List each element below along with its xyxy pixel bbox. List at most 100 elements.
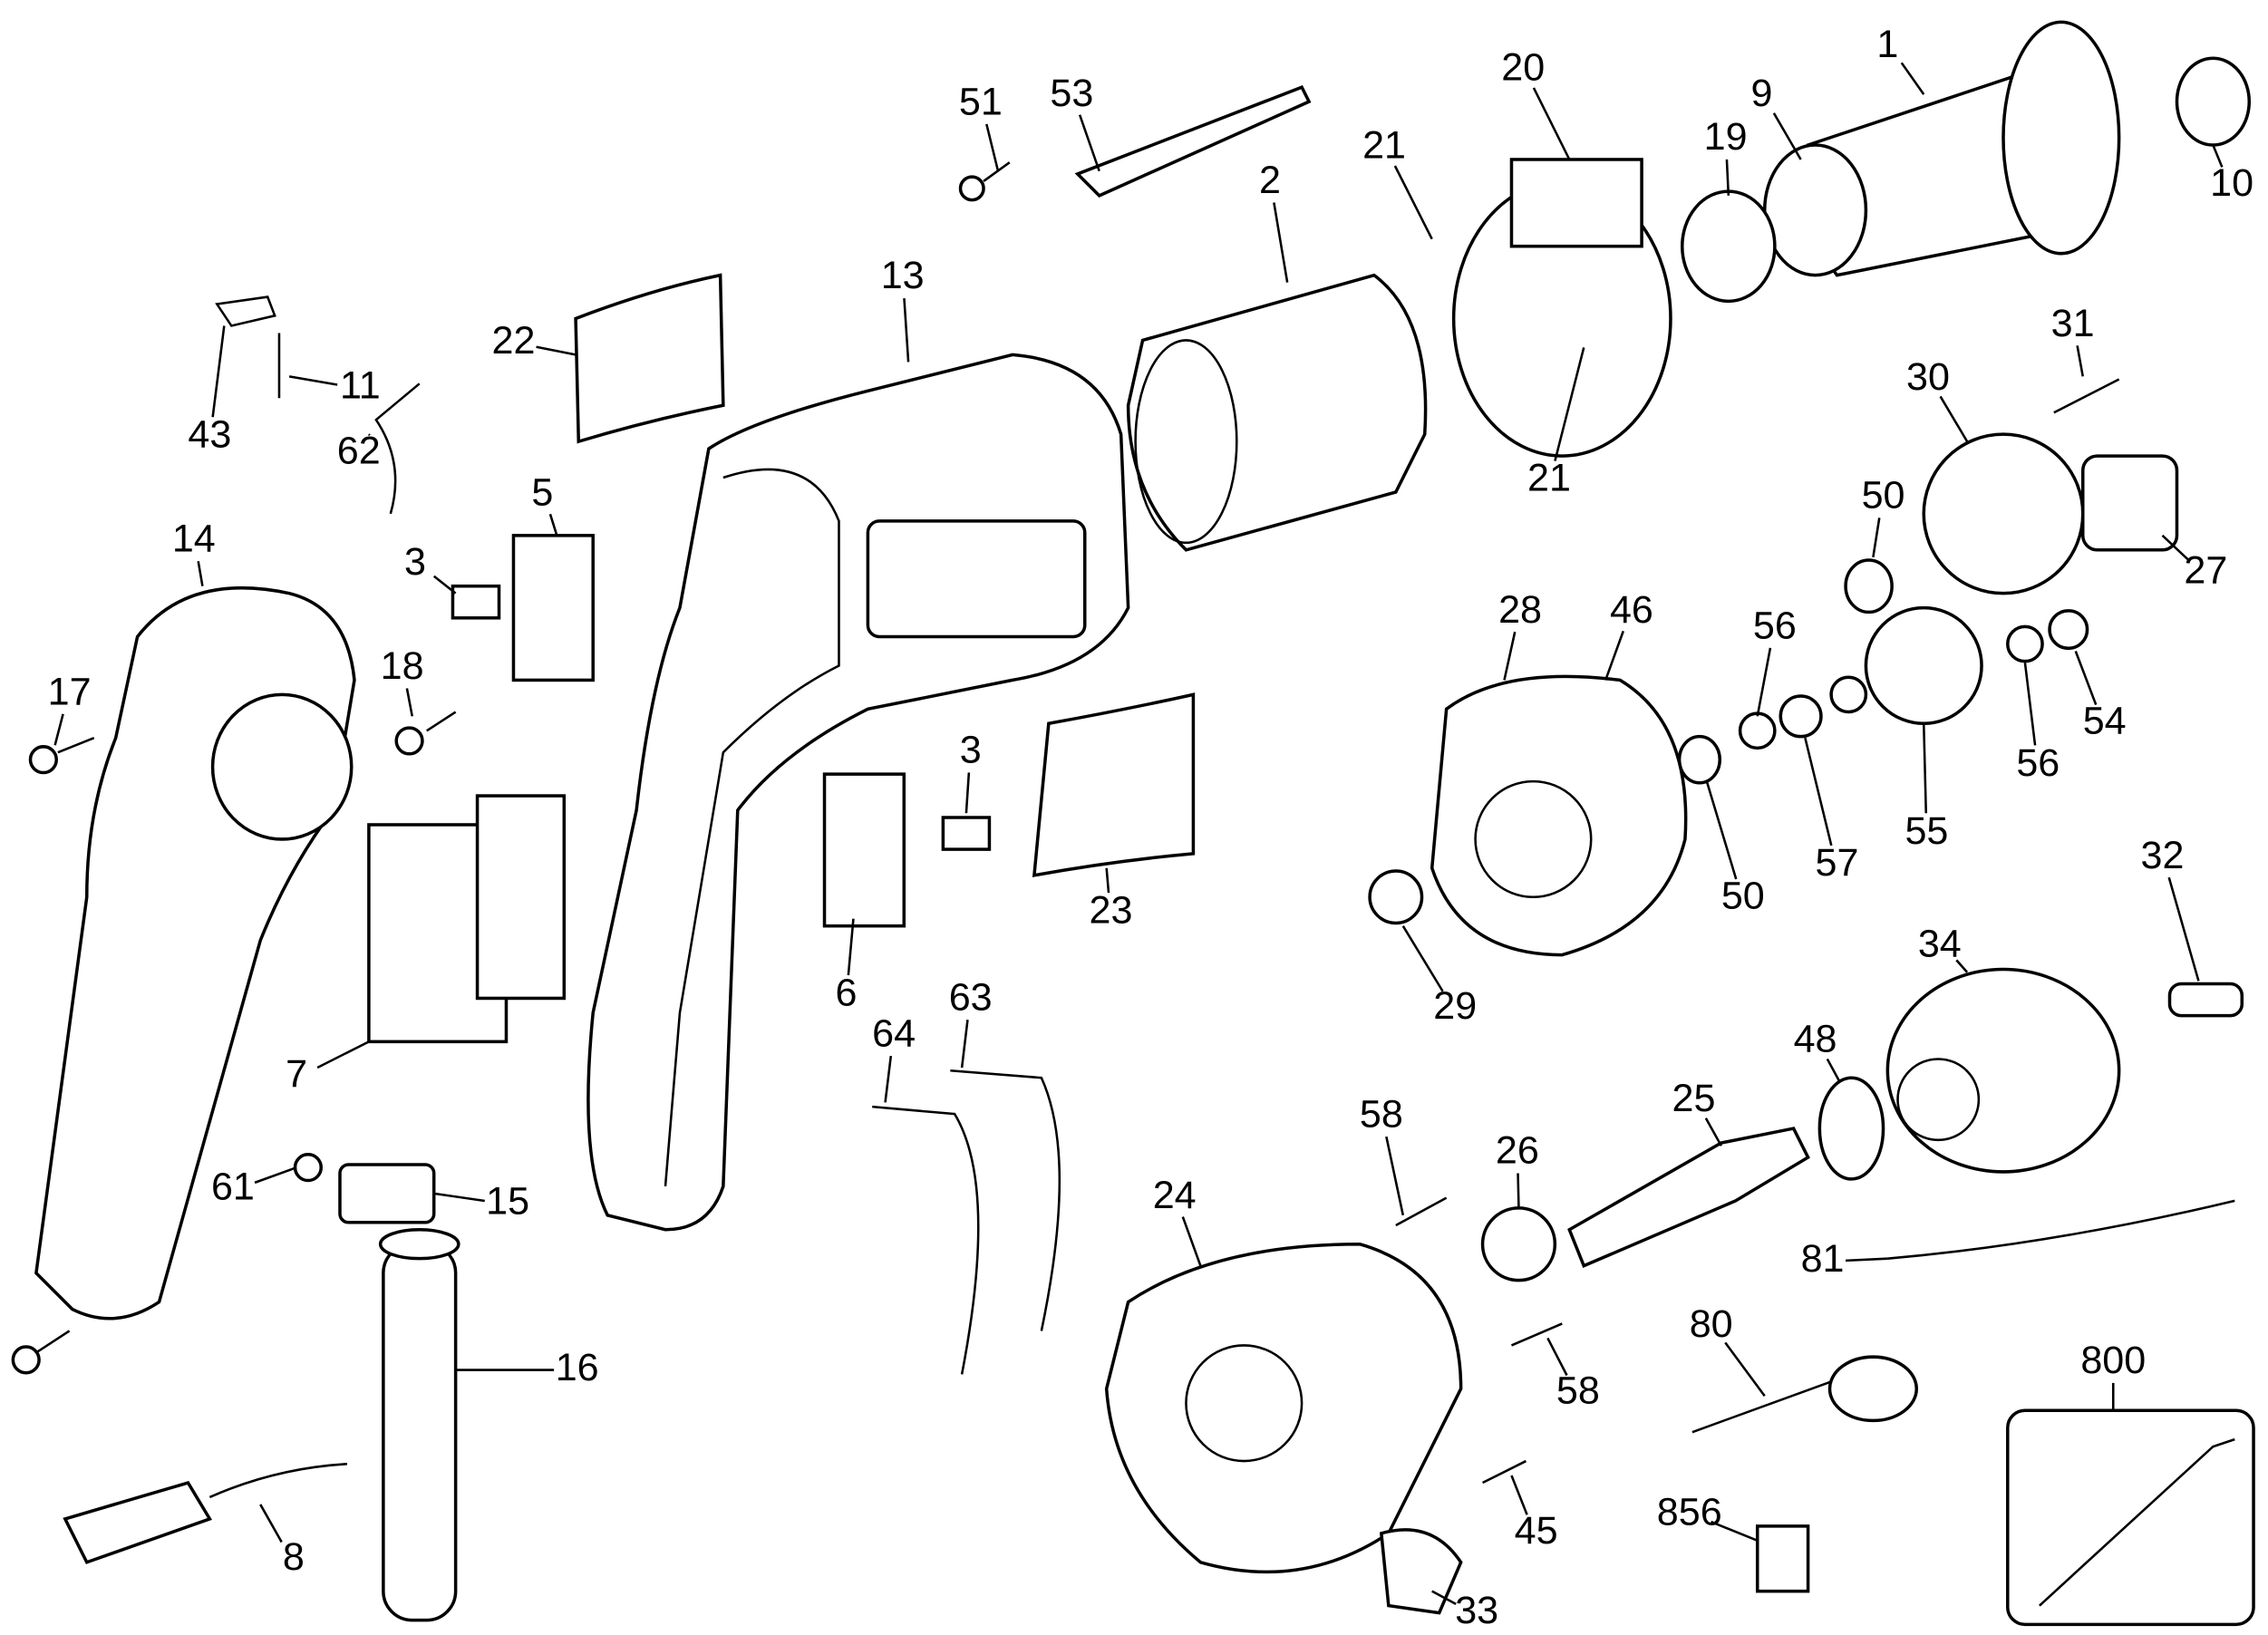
gear-plate-part-28 [1430, 674, 1688, 957]
bearing-26 [1480, 1206, 1557, 1282]
part-label-11: 11 [340, 363, 381, 407]
leader-line-57 [1804, 737, 1833, 847]
leader-line-2 [1273, 202, 1289, 283]
leader-line-30 [1939, 395, 1969, 442]
leader-line-19 [1725, 159, 1730, 196]
part-label-33: 33 [1455, 1589, 1498, 1632]
part-label-19: 19 [1704, 115, 1748, 159]
retaining-ring-48 [1817, 1076, 1885, 1181]
side-handle-top [378, 1228, 460, 1261]
leader-line-3 [432, 575, 457, 595]
part-label-54: 54 [2083, 700, 2127, 743]
part-label-10: 10 [2210, 161, 2253, 205]
bearing-57 [1779, 694, 1823, 739]
leader-line-15 [433, 1192, 485, 1203]
screw-32 [2167, 982, 2244, 1018]
leader-line-6 [847, 918, 855, 976]
part-label-3: 3 [960, 729, 982, 772]
leader-line-8 [259, 1504, 283, 1543]
part-label-856: 856 [1657, 1490, 1722, 1533]
kit-800-tool [2039, 1437, 2235, 1607]
part-label-45: 45 [1515, 1509, 1558, 1553]
clip-856 [1755, 1524, 1810, 1593]
leader-line-10 [2212, 144, 2224, 168]
part-label-6: 6 [835, 972, 857, 1015]
leader-line-43 [211, 325, 226, 418]
leader-line-14 [197, 560, 204, 586]
chuck-key-80 [1691, 1373, 1852, 1434]
pin-31 [2053, 378, 2120, 414]
side-handle-part-16 [382, 1242, 458, 1622]
chuck-key-head [1827, 1355, 1919, 1423]
part-label-5: 5 [531, 471, 553, 515]
leader-line-28 [1503, 631, 1517, 681]
leader-line-23 [1105, 867, 1110, 894]
part-label-17: 17 [48, 671, 92, 714]
leader-line-32 [2167, 876, 2200, 982]
leader-line-25 [1704, 1117, 1722, 1146]
bearing-9 [1762, 143, 1868, 277]
brush-3b [941, 816, 992, 851]
leader-line-63 [960, 1020, 969, 1069]
parts-drawing [11, 20, 2255, 1627]
leader-line-26 [1517, 1173, 1520, 1208]
part-label-21: 21 [1527, 457, 1571, 500]
part-label-24: 24 [1153, 1174, 1197, 1217]
screws [11, 161, 1563, 1485]
field-opening [1134, 339, 1238, 545]
gear-case-bore [1185, 1344, 1304, 1463]
part-label-55: 55 [1905, 809, 1948, 853]
leader-line-54 [2074, 651, 2098, 705]
leader-line-21 [1393, 165, 1433, 240]
leader-line-17 [53, 713, 64, 746]
sleeve-27 [2080, 454, 2179, 552]
part-label-62: 62 [337, 429, 381, 472]
strap-81 [1887, 1199, 2235, 1260]
leader-line-56 [1756, 647, 1772, 717]
part-label-61: 61 [211, 1165, 255, 1208]
part-label-25: 25 [1672, 1077, 1716, 1120]
leader-line-11 [288, 375, 338, 386]
leader-line-13 [903, 298, 910, 363]
leader-line-64 [884, 1055, 893, 1103]
gear-30 [1922, 432, 2085, 595]
wire-62 [374, 382, 421, 515]
bearing-19 [1681, 189, 1777, 304]
leader-line-3 [964, 772, 971, 814]
leader-line-34 [1955, 959, 1969, 973]
leader-line-29 [1401, 925, 1444, 992]
leader-line-5 [548, 513, 558, 537]
nameplate-22 [574, 273, 725, 444]
part-label-28: 28 [1498, 588, 1542, 632]
leader-line-62 [367, 433, 371, 437]
bearing-54 [2048, 609, 2089, 651]
plate-bore [1474, 779, 1593, 899]
leader-line-22 [536, 345, 577, 356]
part-label-18: 18 [381, 644, 424, 688]
part-label-27: 27 [2184, 549, 2227, 593]
washer-56b [1829, 675, 1868, 714]
part-label-14: 14 [172, 518, 216, 561]
leader-line-46 [1604, 630, 1624, 681]
part-label-51: 51 [959, 81, 1003, 124]
clamp-15 [338, 1163, 436, 1224]
housing-vent [866, 519, 1087, 639]
brush-holder [1509, 158, 1643, 248]
leader-line-81 [1845, 1257, 1888, 1263]
gear-55 [1864, 605, 1983, 726]
leader-line-27 [2161, 534, 2189, 561]
part-label-58: 58 [1360, 1093, 1403, 1137]
leader-line-9 [1772, 112, 1802, 160]
part-label-7: 7 [286, 1052, 307, 1096]
part-33 [1379, 1528, 1463, 1615]
leader-line-51 [985, 123, 1000, 172]
leader-line-50 [1872, 518, 1881, 557]
leader-lines [53, 62, 2224, 1606]
part-label-3: 3 [404, 540, 426, 584]
part-label-15: 15 [486, 1179, 529, 1223]
leader-line-33 [1431, 1590, 1457, 1606]
armature-fan [2001, 20, 2121, 256]
leader-line-20 [1532, 87, 1571, 160]
